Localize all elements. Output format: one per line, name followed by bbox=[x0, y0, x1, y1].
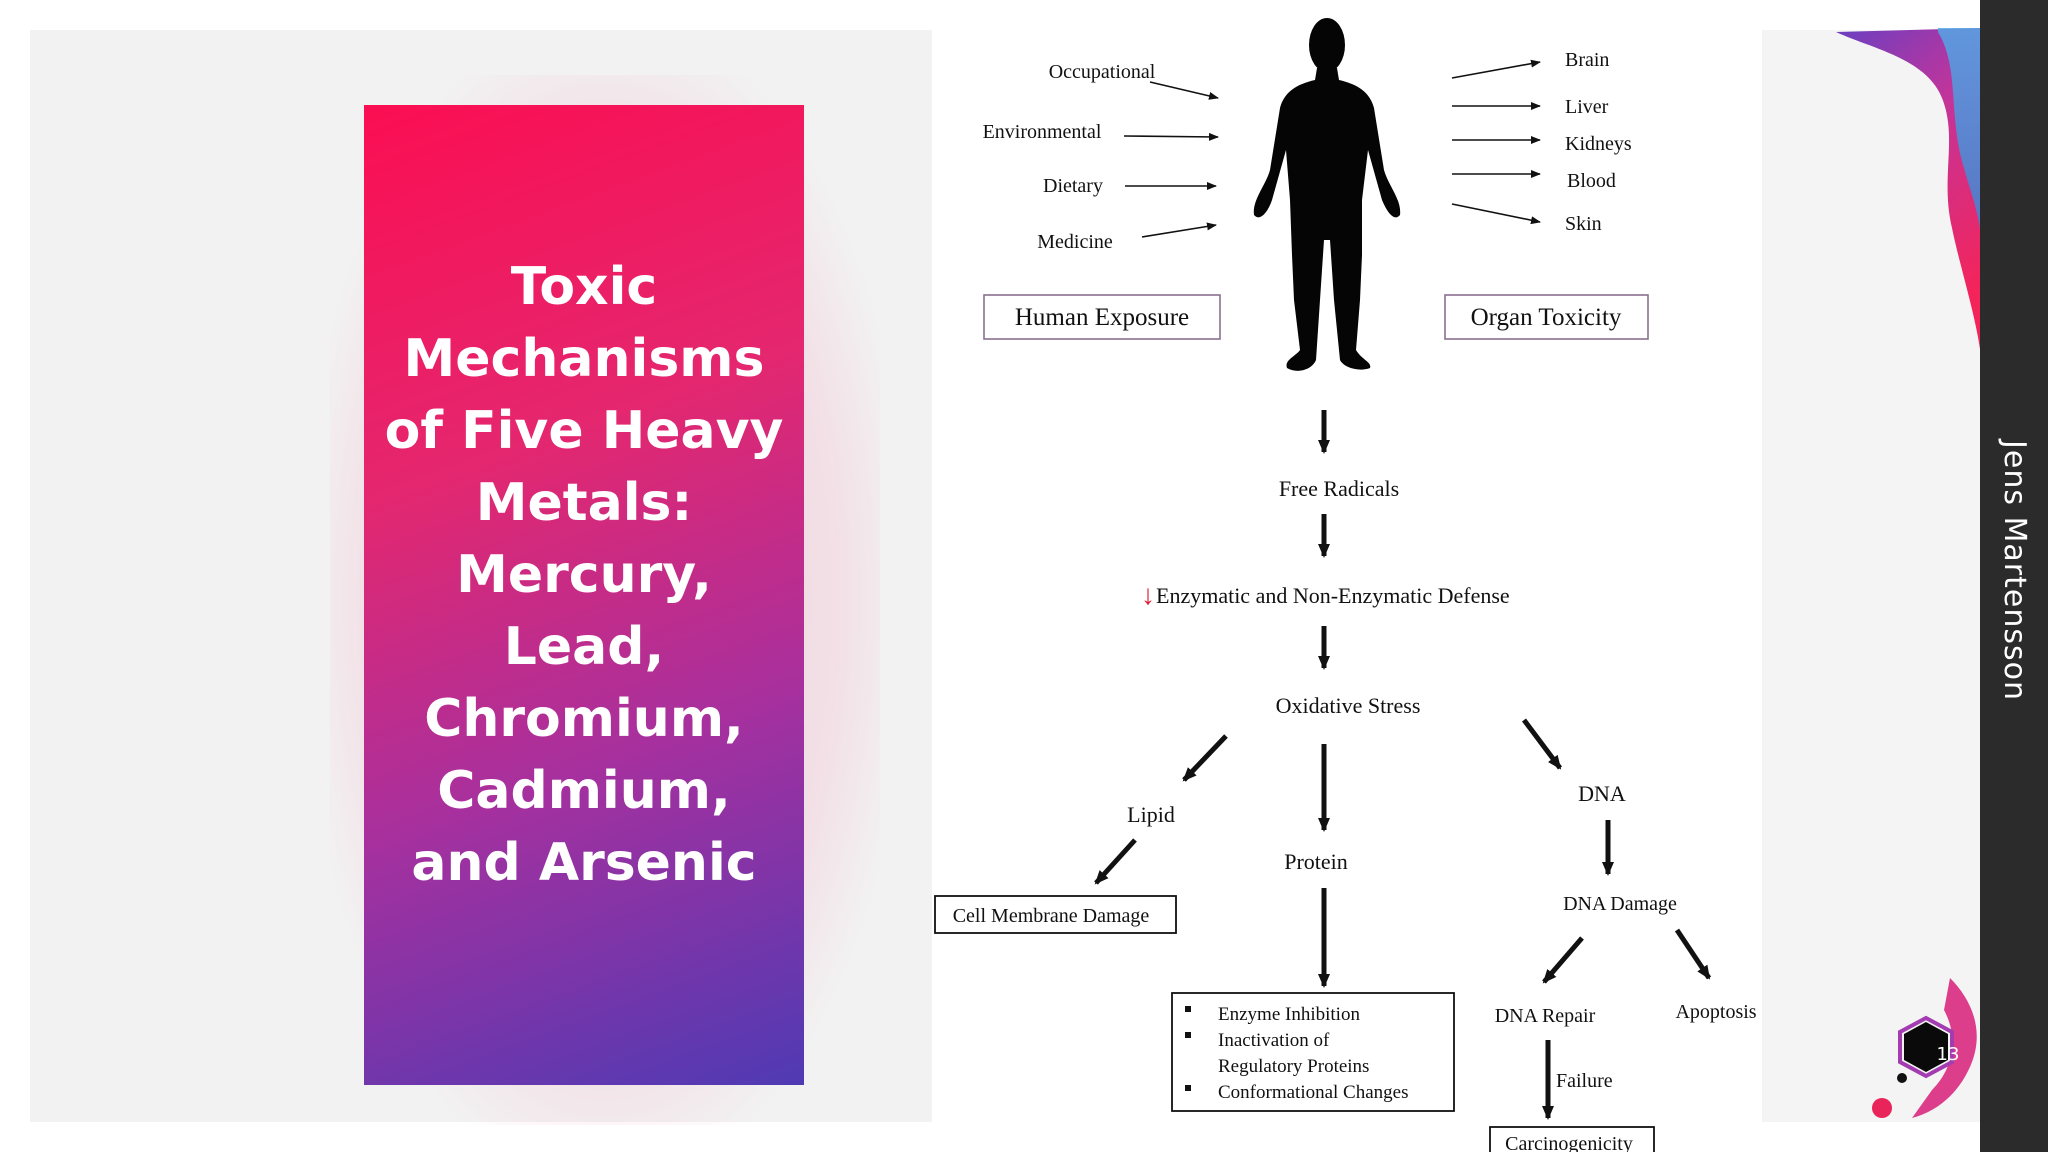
organ-blood: Blood bbox=[1567, 170, 1616, 192]
organ-toxicity-label: Organ Toxicity bbox=[1471, 304, 1622, 331]
slide-title: Toxic Mechanisms of Five Heavy Metals: M… bbox=[384, 257, 784, 893]
protein-label: Protein bbox=[1284, 849, 1348, 874]
dna-label: DNA bbox=[1578, 781, 1626, 806]
arrow-to-cell-membrane bbox=[1094, 838, 1137, 885]
dna-damage-label: DNA Damage bbox=[1563, 893, 1677, 915]
free-radicals-label: Free Radicals bbox=[1279, 476, 1399, 501]
decorative-swoosh bbox=[1836, 28, 1982, 368]
apoptosis-label: Apoptosis bbox=[1675, 1001, 1756, 1023]
arrow-occupational bbox=[1149, 81, 1219, 100]
cell-membrane-label: Cell Membrane Damage bbox=[953, 905, 1150, 927]
source-dietary: Dietary bbox=[1043, 175, 1103, 197]
carcinogenicity-label: Carcinogenicity bbox=[1505, 1133, 1633, 1152]
page-number: 13 bbox=[1936, 1044, 1960, 1065]
toxicity-diagram: Occupational Environmental Dietary Medic… bbox=[934, 18, 1757, 1157]
bullet bbox=[1185, 1085, 1191, 1091]
protein-effects-box bbox=[1171, 992, 1455, 1112]
failure-label: Failure bbox=[1556, 1070, 1613, 1092]
human-exposure-box bbox=[983, 294, 1221, 340]
lipid-label: Lipid bbox=[1127, 802, 1175, 827]
bullet bbox=[1185, 1032, 1191, 1038]
defense-label: Enzymatic and Non-Enzymatic Defense bbox=[1156, 583, 1510, 608]
diagram-panel: Occupational Environmental Dietary Medic… bbox=[932, 0, 1762, 1157]
arrow-medicine bbox=[1141, 222, 1217, 238]
organ-skin: Skin bbox=[1565, 213, 1602, 235]
arrow-environmental bbox=[1123, 132, 1219, 141]
source-occupational: Occupational bbox=[1049, 61, 1156, 83]
arrow-to-dna bbox=[1522, 718, 1562, 770]
arrow-skin bbox=[1451, 203, 1541, 225]
organ-brain: Brain bbox=[1565, 49, 1609, 71]
author-name: Jens Martensson bbox=[1996, 439, 2032, 701]
arrow-to-dna-repair bbox=[1542, 936, 1584, 984]
right-decor-panel bbox=[1762, 30, 1980, 1122]
author-label-wrap: Jens Martensson bbox=[1980, 439, 2048, 701]
title-card: Toxic Mechanisms of Five Heavy Metals: M… bbox=[364, 105, 804, 1085]
human-exposure-label: Human Exposure bbox=[1015, 304, 1189, 331]
arrow-to-lipid bbox=[1182, 734, 1228, 782]
protein-effect-3: Regulatory Proteins bbox=[1218, 1056, 1369, 1077]
protein-effect-4: Conformational Changes bbox=[1218, 1082, 1409, 1103]
organ-toxicity-box bbox=[1444, 294, 1649, 340]
protein-effect-2: Inactivation of bbox=[1218, 1030, 1330, 1051]
dna-repair-label: DNA Repair bbox=[1495, 1005, 1596, 1027]
source-environmental: Environmental bbox=[983, 121, 1102, 143]
bullet bbox=[1185, 1006, 1191, 1012]
cell-membrane-box bbox=[934, 895, 1177, 934]
protein-effect-1: Enzyme Inhibition bbox=[1218, 1004, 1360, 1025]
source-medicine: Medicine bbox=[1037, 231, 1113, 253]
author-sidebar bbox=[1980, 0, 2048, 1152]
oxidative-stress-label: Oxidative Stress bbox=[1276, 693, 1421, 718]
arrow-brain bbox=[1451, 59, 1541, 79]
page-number-badge bbox=[1872, 978, 1977, 1118]
organ-kidneys: Kidneys bbox=[1565, 133, 1632, 155]
arrow-to-apoptosis bbox=[1674, 928, 1712, 980]
human-silhouette-icon bbox=[1253, 18, 1401, 371]
decrease-arrow-icon: ↓ bbox=[1141, 580, 1155, 611]
organ-liver: Liver bbox=[1565, 96, 1609, 118]
